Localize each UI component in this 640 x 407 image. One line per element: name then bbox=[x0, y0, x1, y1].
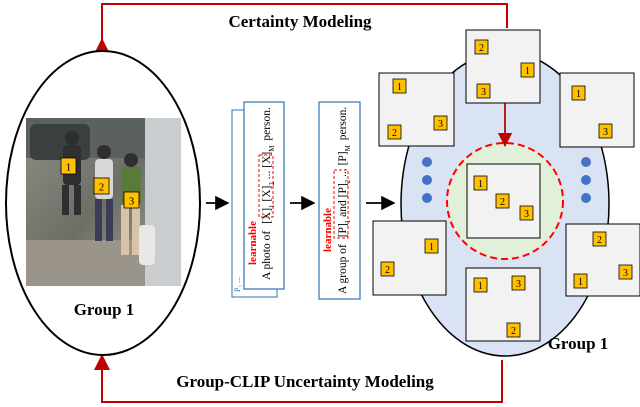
svg-text:3: 3 bbox=[603, 127, 608, 138]
uncertainty-modeling-label: Group-CLIP Uncertainty Modeling bbox=[176, 372, 434, 391]
group-prompt-card bbox=[318, 101, 361, 300]
certainty-modeling-arrow bbox=[94, 3, 508, 54]
badge: 3 bbox=[433, 115, 448, 131]
right-group-label: Group 1 bbox=[548, 334, 609, 353]
uncertainty-modeling-arrow bbox=[94, 354, 503, 403]
group-prompt-learnable-box bbox=[333, 169, 349, 239]
svg-text:3: 3 bbox=[524, 209, 529, 220]
group-prompt-learnable-tag: learnable bbox=[322, 208, 334, 252]
svg-text:1: 1 bbox=[397, 82, 402, 93]
svg-text:1: 1 bbox=[576, 89, 581, 100]
badge: 1 bbox=[573, 273, 588, 289]
svg-text:3: 3 bbox=[516, 279, 521, 290]
svg-text:2: 2 bbox=[597, 235, 602, 246]
badge: 2 bbox=[387, 124, 402, 140]
svg-text:3: 3 bbox=[438, 119, 443, 130]
layout-card-upper-right: 1 3 bbox=[559, 72, 635, 148]
svg-text:2: 2 bbox=[479, 43, 484, 54]
svg-text:3: 3 bbox=[623, 268, 628, 279]
photo-person-badge-2: 2 bbox=[93, 177, 110, 195]
group-photo bbox=[26, 118, 181, 286]
group-prompt-text: A group of [P]1 and [P]2 ... [P]M person… bbox=[337, 107, 352, 294]
badge: 1 bbox=[392, 78, 407, 94]
badge: 1 bbox=[424, 238, 439, 254]
badge: 3 bbox=[519, 205, 534, 221]
layout-card-lower-right: 2 1 3 bbox=[565, 223, 640, 297]
svg-text:1: 1 bbox=[525, 66, 530, 77]
badge: 1 bbox=[473, 277, 488, 293]
photo-person-badge-3: 3 bbox=[123, 191, 140, 209]
svg-text:2: 2 bbox=[385, 265, 390, 276]
svg-text:2: 2 bbox=[99, 182, 105, 194]
badge: 1 bbox=[473, 175, 488, 191]
person-prompt-learnable-box bbox=[258, 154, 274, 218]
badge: 3 bbox=[598, 123, 613, 139]
svg-text:1: 1 bbox=[478, 281, 483, 292]
back-card-text: P₁ ... bbox=[233, 277, 242, 292]
certainty-modeling-label: Certainty Modeling bbox=[228, 12, 372, 31]
right-ellipsis-dots bbox=[581, 157, 591, 203]
layout-card-lower-left: 1 2 bbox=[372, 220, 447, 296]
photo-person-badge-1: 1 bbox=[60, 157, 77, 175]
layout-card-top: 2 1 3 bbox=[465, 29, 541, 104]
badge: 1 bbox=[520, 62, 535, 78]
badge: 3 bbox=[618, 264, 633, 280]
svg-text:1: 1 bbox=[478, 179, 483, 190]
badge: 2 bbox=[592, 231, 607, 247]
left-group-label: Group 1 bbox=[74, 300, 135, 319]
layout-card-upper-left: 1 2 3 bbox=[378, 72, 455, 147]
svg-text:2: 2 bbox=[500, 197, 505, 208]
badge: 2 bbox=[474, 39, 489, 55]
badge: 2 bbox=[380, 261, 395, 277]
badge: 2 bbox=[495, 193, 510, 209]
layout-card-center: 1 2 3 bbox=[466, 163, 541, 239]
person-prompt-learnable-tag: learnable bbox=[247, 221, 259, 265]
svg-text:1: 1 bbox=[429, 242, 434, 253]
badge: 2 bbox=[506, 322, 521, 338]
person-prompt-text: A photo of [X]1 [X]2 ... [X]M person. bbox=[261, 107, 276, 280]
svg-text:3: 3 bbox=[481, 87, 486, 98]
left-ellipsis-dots bbox=[422, 157, 432, 203]
person-prompt-stack: P₁ ... bbox=[231, 101, 285, 298]
badge: 3 bbox=[476, 83, 491, 99]
svg-text:1: 1 bbox=[66, 162, 72, 174]
svg-text:2: 2 bbox=[511, 326, 516, 337]
badge: 3 bbox=[511, 275, 526, 291]
svg-text:2: 2 bbox=[392, 128, 397, 139]
layout-card-bottom: 1 3 2 bbox=[465, 267, 541, 342]
svg-text:3: 3 bbox=[129, 196, 135, 208]
badge: 1 bbox=[571, 85, 586, 101]
svg-text:1: 1 bbox=[578, 277, 583, 288]
